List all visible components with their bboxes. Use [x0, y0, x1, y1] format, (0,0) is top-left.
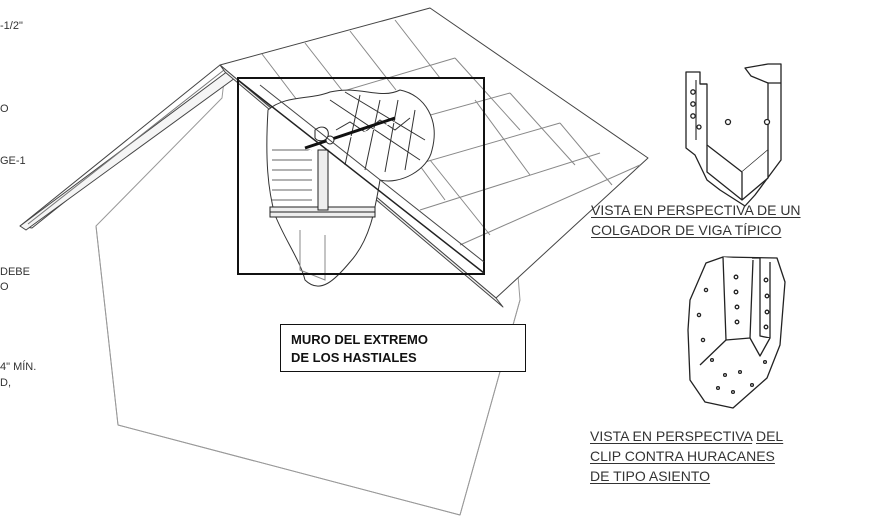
joist-hanger-caption-line-1: VISTA EN PERSPECTIVA DE UN: [591, 202, 801, 218]
hurricane-clip-caption-line-1b: DEL: [752, 428, 783, 444]
left-text-fragment: DEBE: [0, 266, 30, 278]
hurricane-clip-caption-del: DEL: [755, 428, 784, 444]
joist-hanger-caption: VISTA EN PERSPECTIVA DE UN COLGADOR DE V…: [591, 200, 801, 240]
left-text-fragment: -1/2": [0, 20, 23, 32]
hurricane-clip-caption-line-1a: VISTA EN PERSPECTIVA: [590, 428, 753, 444]
left-text-fragment: O: [0, 281, 9, 293]
hurricane-clip-caption: VISTA EN PERSPECTIVA DEL CLIP CONTRA HUR…: [590, 426, 783, 486]
left-text-fragment: GE-1: [0, 155, 26, 167]
gable-label-line-2: DE LOS HASTIALES: [291, 350, 417, 365]
joist-hanger-caption-line-2: COLGADOR DE VIGA TÍPICO: [591, 222, 782, 238]
hurricane-clip-illustration: [687, 256, 786, 409]
gable-label-line-1: MURO DEL EXTREMO: [291, 332, 428, 347]
left-text-fragment: O: [0, 103, 9, 115]
left-text-fragment: D,: [0, 377, 11, 389]
hurricane-clip-caption-line-1: VISTA EN PERSPECTIVA DEL: [590, 426, 783, 446]
joist-hanger-illustration: [685, 63, 782, 207]
hurricane-clip-caption-line-2: CLIP CONTRA HURACANES: [590, 448, 775, 464]
gable-end-wall-label: MURO DEL EXTREMO DE LOS HASTIALES: [280, 324, 526, 372]
detail-frame: [237, 77, 485, 275]
left-text-fragment: 4" MÍN.: [0, 361, 37, 373]
hurricane-clip-caption-line-3: DE TIPO ASIENTO: [590, 468, 711, 484]
